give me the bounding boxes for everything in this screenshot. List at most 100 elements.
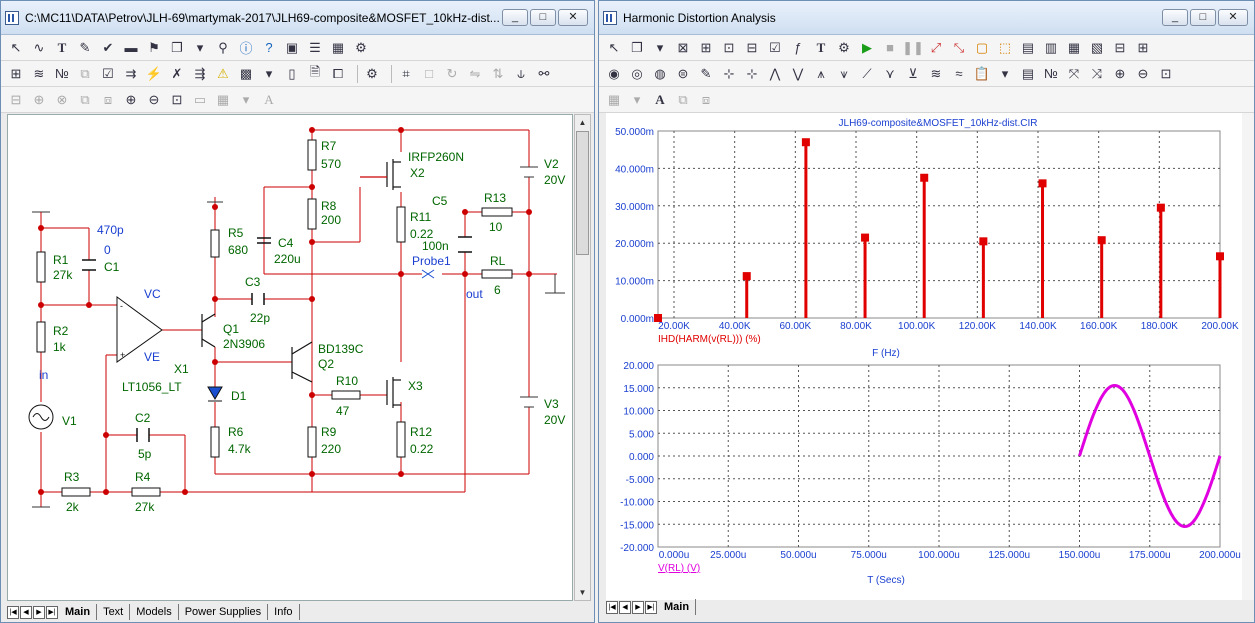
minimize-button[interactable]: _	[502, 9, 528, 26]
step-icon[interactable]: ⤢	[930, 39, 942, 55]
binoculars-icon[interactable]: ⚯	[538, 65, 550, 81]
net-icon[interactable]: ⫝	[517, 65, 525, 81]
box-icon[interactable]: □	[425, 66, 433, 81]
frame-icon[interactable]: ⌗	[402, 65, 410, 81]
page-icon[interactable]: ▯	[288, 65, 296, 81]
high-icon[interactable]: ⩚	[817, 65, 825, 81]
cursor-1-icon[interactable]: ⊹	[723, 65, 735, 81]
formula-icon[interactable]: ƒ	[794, 40, 802, 55]
flip-icon[interactable]: ⇋	[469, 65, 481, 81]
scale-icon[interactable]: ⊠	[677, 39, 689, 55]
doc-icon[interactable]: 🗎	[309, 63, 321, 79]
check-icon[interactable]: ☑	[769, 39, 781, 55]
tab-info[interactable]: Info	[268, 604, 300, 620]
font-icon[interactable]: A	[655, 91, 665, 107]
tab-text[interactable]: Text	[97, 604, 131, 620]
fit-icon[interactable]: ⤧	[1068, 65, 1080, 81]
dropdown-icon-3[interactable]: ▾	[633, 91, 641, 107]
table-icon[interactable]: ▤	[1021, 65, 1035, 81]
close-button[interactable]: ✕	[558, 9, 588, 26]
pen-icon[interactable]: ✎	[79, 39, 91, 55]
maximize-button[interactable]: □	[530, 9, 556, 26]
reset-icon[interactable]: ⤡	[953, 39, 965, 55]
prev-tab-icon[interactable]: ◀	[20, 605, 32, 619]
lightning-icon[interactable]: ⚡	[145, 65, 163, 81]
cursor-2-icon[interactable]: ⊹	[746, 65, 758, 81]
properties-icon[interactable]: ⚙	[366, 65, 378, 81]
tokens-icon[interactable]: ⊟	[746, 39, 758, 55]
zoom-in-icon[interactable]: ⊕	[1114, 65, 1126, 81]
flag-icon[interactable]: ⚑	[148, 39, 160, 55]
plot-tab-main[interactable]: Main	[658, 599, 697, 615]
edit-icon[interactable]: ✎	[700, 65, 712, 81]
zoom-in-icon[interactable]: ⊕	[125, 91, 137, 107]
window-icon[interactable]: ⧠	[332, 65, 344, 81]
zoom-mode-1-icon[interactable]: ◉	[608, 65, 620, 81]
zoom-mode-3-icon[interactable]: ◍	[654, 65, 666, 81]
dropdown-icon-3[interactable]: ▾	[242, 91, 250, 107]
paste-icon[interactable]: ⧈	[701, 91, 711, 107]
box-icon[interactable]: ▢	[975, 39, 989, 55]
tab-power-supplies[interactable]: Power Supplies	[179, 604, 269, 620]
text-tool-icon[interactable]: T	[57, 39, 67, 55]
list-4-icon[interactable]: ▧	[1090, 39, 1104, 55]
close-button[interactable]: ✕	[1218, 9, 1248, 26]
dropdown-icon[interactable]: ▾	[656, 39, 664, 55]
zoom-mode-2-icon[interactable]: ◎	[631, 65, 643, 81]
copy-icon[interactable]: ⧉	[80, 91, 90, 107]
stop-icon[interactable]: ⊗	[56, 91, 68, 107]
run-icon[interactable]: ▶	[862, 39, 872, 55]
tab-models[interactable]: Models	[130, 604, 179, 620]
warning-icon[interactable]: ⚠	[217, 65, 229, 81]
info-icon[interactable]: ⓘ	[239, 41, 253, 56]
inflect-icon[interactable]: ⋎	[885, 65, 895, 81]
list-1-icon[interactable]: ▤	[1021, 39, 1035, 55]
list-2-icon[interactable]: ▥	[1044, 39, 1058, 55]
down-icon[interactable]: ⊕	[33, 91, 45, 107]
properties-icon[interactable]: ⚙	[838, 39, 850, 55]
copy-icon[interactable]: ⧉	[678, 91, 688, 107]
wire-icon[interactable]: ∿	[33, 39, 45, 55]
split-grid-icon[interactable]: ⊞	[1137, 39, 1149, 55]
numbers-icon[interactable]: №	[55, 66, 69, 81]
data-points-icon[interactable]: ⊡	[723, 39, 735, 55]
first-tab-icon[interactable]: |◀	[7, 605, 19, 619]
zoom-fit-icon[interactable]: ⊡	[1160, 65, 1172, 81]
wave-2-icon[interactable]: ≈	[955, 66, 963, 81]
last-tab-icon[interactable]: ▶|	[46, 605, 58, 619]
select-arrow-icon[interactable]: ↖	[608, 39, 620, 55]
next-tab-icon[interactable]: ▶	[632, 600, 644, 614]
node-icon[interactable]: ≋	[33, 65, 45, 81]
valley-icon[interactable]: ⋁	[792, 65, 804, 81]
expand-icon[interactable]: ⤨	[1091, 65, 1103, 81]
select-arrow-icon[interactable]: ↖	[10, 39, 22, 55]
dropdown-icon[interactable]: ▾	[196, 39, 204, 55]
numbers-icon[interactable]: №	[1044, 66, 1058, 81]
scroll-down-icon[interactable]: ▼	[578, 588, 587, 597]
schematic-vertical-scrollbar[interactable]: ▲ ▼	[574, 114, 591, 601]
grid-icon[interactable]: ▦	[331, 39, 345, 55]
settings-icon[interactable]: ⚙	[355, 39, 367, 55]
minimize-button[interactable]: _	[1162, 9, 1188, 26]
check-grid-icon[interactable]: ☑	[102, 65, 114, 81]
probe-icon[interactable]: ⚲	[218, 39, 228, 55]
plot-area[interactable]: JLH69-composite&MOSFET_10kHz-dist.CIR 50…	[606, 113, 1242, 600]
stop-icon[interactable]: ■	[886, 40, 894, 55]
cut-icon[interactable]: ⊟	[10, 91, 22, 107]
last-tab-icon[interactable]: ▶|	[645, 600, 657, 614]
hatch-icon[interactable]: ▩	[239, 65, 253, 81]
component-icon[interactable]: ❐	[631, 39, 643, 55]
scroll-thumb[interactable]	[576, 131, 589, 255]
zoom-out-icon[interactable]: ⊖	[148, 91, 160, 107]
pause-icon[interactable]: ❚❚	[902, 39, 924, 55]
mirror-icon[interactable]: ⇅	[492, 65, 504, 81]
arrange-icon[interactable]: ⧉	[80, 65, 90, 81]
list-3-icon[interactable]: ▦	[1067, 39, 1081, 55]
zero-icon[interactable]: ⊻	[908, 65, 918, 81]
low-icon[interactable]: ⩛	[840, 65, 848, 81]
split-h-icon[interactable]: ⊟	[1114, 39, 1126, 55]
paste-icon[interactable]: ⧈	[103, 91, 113, 107]
graph-icon[interactable]: ⊞	[700, 39, 712, 55]
wave-icon[interactable]: ≋	[930, 65, 942, 81]
peak-icon[interactable]: ⋀	[769, 65, 781, 81]
